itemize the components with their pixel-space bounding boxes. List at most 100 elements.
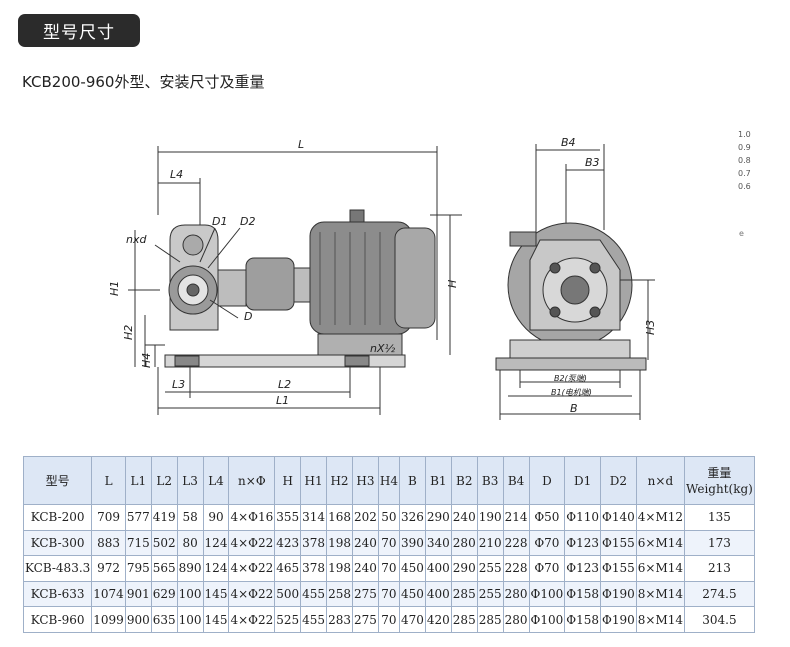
table-row: KCB-960 1099 900 635 100 145 4×Φ22 525 4…: [22, 606, 755, 633]
table-cell: 70: [377, 580, 400, 608]
table-cell: 419: [150, 504, 178, 531]
table-cell: 500: [274, 580, 302, 608]
table-cell: 470: [398, 606, 426, 633]
table-cell: 8×M14: [635, 580, 686, 608]
table-cell: 4×M12: [635, 504, 686, 531]
table-cell: 6×M14: [635, 555, 686, 582]
side-view: [128, 146, 462, 415]
table-cell: Φ70: [528, 555, 566, 582]
section-subtitle: KCB200-960外型、安装尺寸及重量: [22, 73, 265, 91]
pump-dimension-drawing: L L4 D1 D2 nxd H1 D H H2 H4 nX½ L3 L2 L1: [108, 136, 657, 420]
table-cell: 50: [377, 504, 400, 531]
table-cell: Φ110: [564, 504, 602, 531]
table-cell: 420: [424, 606, 452, 633]
table-cell: 168: [326, 504, 353, 531]
table-cell: 715: [124, 529, 152, 557]
table-cell: Φ155: [600, 555, 637, 582]
table-cell: 173: [684, 529, 755, 557]
table-header-row: 型号 L L1 L2 L3 L4 n×Φ H H1 H2 H3 H4 B B1 …: [22, 456, 755, 505]
table-cell: 258: [326, 580, 353, 608]
col-header: D2: [600, 456, 637, 505]
col-header: L: [91, 456, 126, 505]
table-cell: 202: [351, 504, 379, 531]
table-cell: 255: [476, 580, 504, 608]
table-cell: Φ100: [528, 606, 566, 633]
table-cell: KCB-300: [22, 529, 93, 557]
col-header: n×Φ: [228, 456, 276, 505]
table-cell: 280: [450, 529, 478, 557]
table-cell: 4×Φ22: [228, 606, 276, 633]
table-cell: 400: [424, 555, 452, 582]
table-cell: KCB-200: [22, 504, 93, 531]
table-cell: 565: [150, 555, 178, 582]
table-cell: 423: [274, 529, 302, 557]
table-cell: 70: [377, 606, 400, 633]
table-cell: 314: [300, 504, 328, 531]
table-cell: 275: [351, 606, 379, 633]
col-header: H: [274, 456, 302, 505]
table-cell: 70: [377, 555, 400, 582]
dim-H3: H3: [644, 320, 657, 335]
table-cell: 124: [202, 555, 230, 582]
table-cell: 4×Φ16: [228, 504, 276, 531]
col-header: 型号: [22, 456, 93, 505]
table-cell: 890: [176, 555, 204, 582]
dimension-table: 型号 L L1 L2 L3 L4 n×Φ H H1 H2 H3 H4 B B1 …: [22, 456, 755, 633]
table-cell: 400: [424, 580, 452, 608]
table-cell: 795: [124, 555, 152, 582]
table-cell: 290: [450, 555, 478, 582]
dim-H2: H2: [122, 325, 135, 340]
table-cell: 228: [502, 555, 530, 582]
table-cell: 4×Φ22: [228, 555, 276, 582]
dim-D2: D2: [240, 215, 255, 228]
table-cell: 629: [150, 580, 178, 608]
table-cell: 145: [202, 606, 230, 633]
table-cell: 1099: [91, 606, 126, 633]
dim-B: B: [570, 402, 578, 415]
dim-D: D: [244, 310, 252, 323]
col-header: D1: [564, 456, 602, 505]
dim-L1: L1: [276, 394, 289, 407]
table-cell: 326: [398, 504, 426, 531]
dim-nxd: nxd: [126, 233, 147, 246]
table-cell: 274.5: [684, 580, 755, 608]
dim-H1: H1: [108, 281, 121, 296]
end-view: [495, 144, 655, 420]
table-cell: 901: [124, 580, 152, 608]
table-row: KCB-300 883 715 502 80 124 4×Φ22 423 378…: [22, 529, 755, 557]
table-cell: Φ100: [528, 580, 566, 608]
col-header: B2: [450, 456, 478, 505]
table-cell: 285: [476, 606, 504, 633]
table-cell: 577: [124, 504, 152, 531]
dim-B1: B1(电机端): [551, 388, 592, 397]
table-cell: 304.5: [684, 606, 755, 633]
col-header: H2: [326, 456, 353, 505]
table-cell: 4×Φ22: [228, 580, 276, 608]
table-cell: KCB-960: [22, 606, 93, 633]
col-header: L4: [202, 456, 230, 505]
dim-B2: B2(泵端): [554, 374, 587, 383]
table-cell: 455: [300, 580, 328, 608]
table-cell: 58: [176, 504, 204, 531]
table-cell: 100: [176, 580, 204, 608]
curve-tick: 0.6: [738, 182, 751, 191]
dim-D1: D1: [212, 215, 227, 228]
table-cell: 100: [176, 606, 204, 633]
table-cell: 240: [351, 529, 379, 557]
col-header: B4: [502, 456, 530, 505]
dim-H: H: [446, 280, 459, 288]
table-cell: 285: [450, 606, 478, 633]
dim-L: L: [298, 138, 304, 151]
table-cell: Φ70: [528, 529, 566, 557]
table-cell: 290: [424, 504, 452, 531]
table-cell: 275: [351, 580, 379, 608]
table-cell: 70: [377, 529, 400, 557]
table-cell: 355: [274, 504, 302, 531]
table-cell: 145: [202, 580, 230, 608]
table-cell: 635: [150, 606, 178, 633]
table-cell: KCB-483.3: [22, 555, 93, 582]
col-header: B: [398, 456, 426, 505]
table-row: KCB-633 1074 901 629 100 145 4×Φ22 500 4…: [22, 580, 755, 608]
table-cell: 90: [202, 504, 230, 531]
table-cell: Φ158: [564, 606, 602, 633]
